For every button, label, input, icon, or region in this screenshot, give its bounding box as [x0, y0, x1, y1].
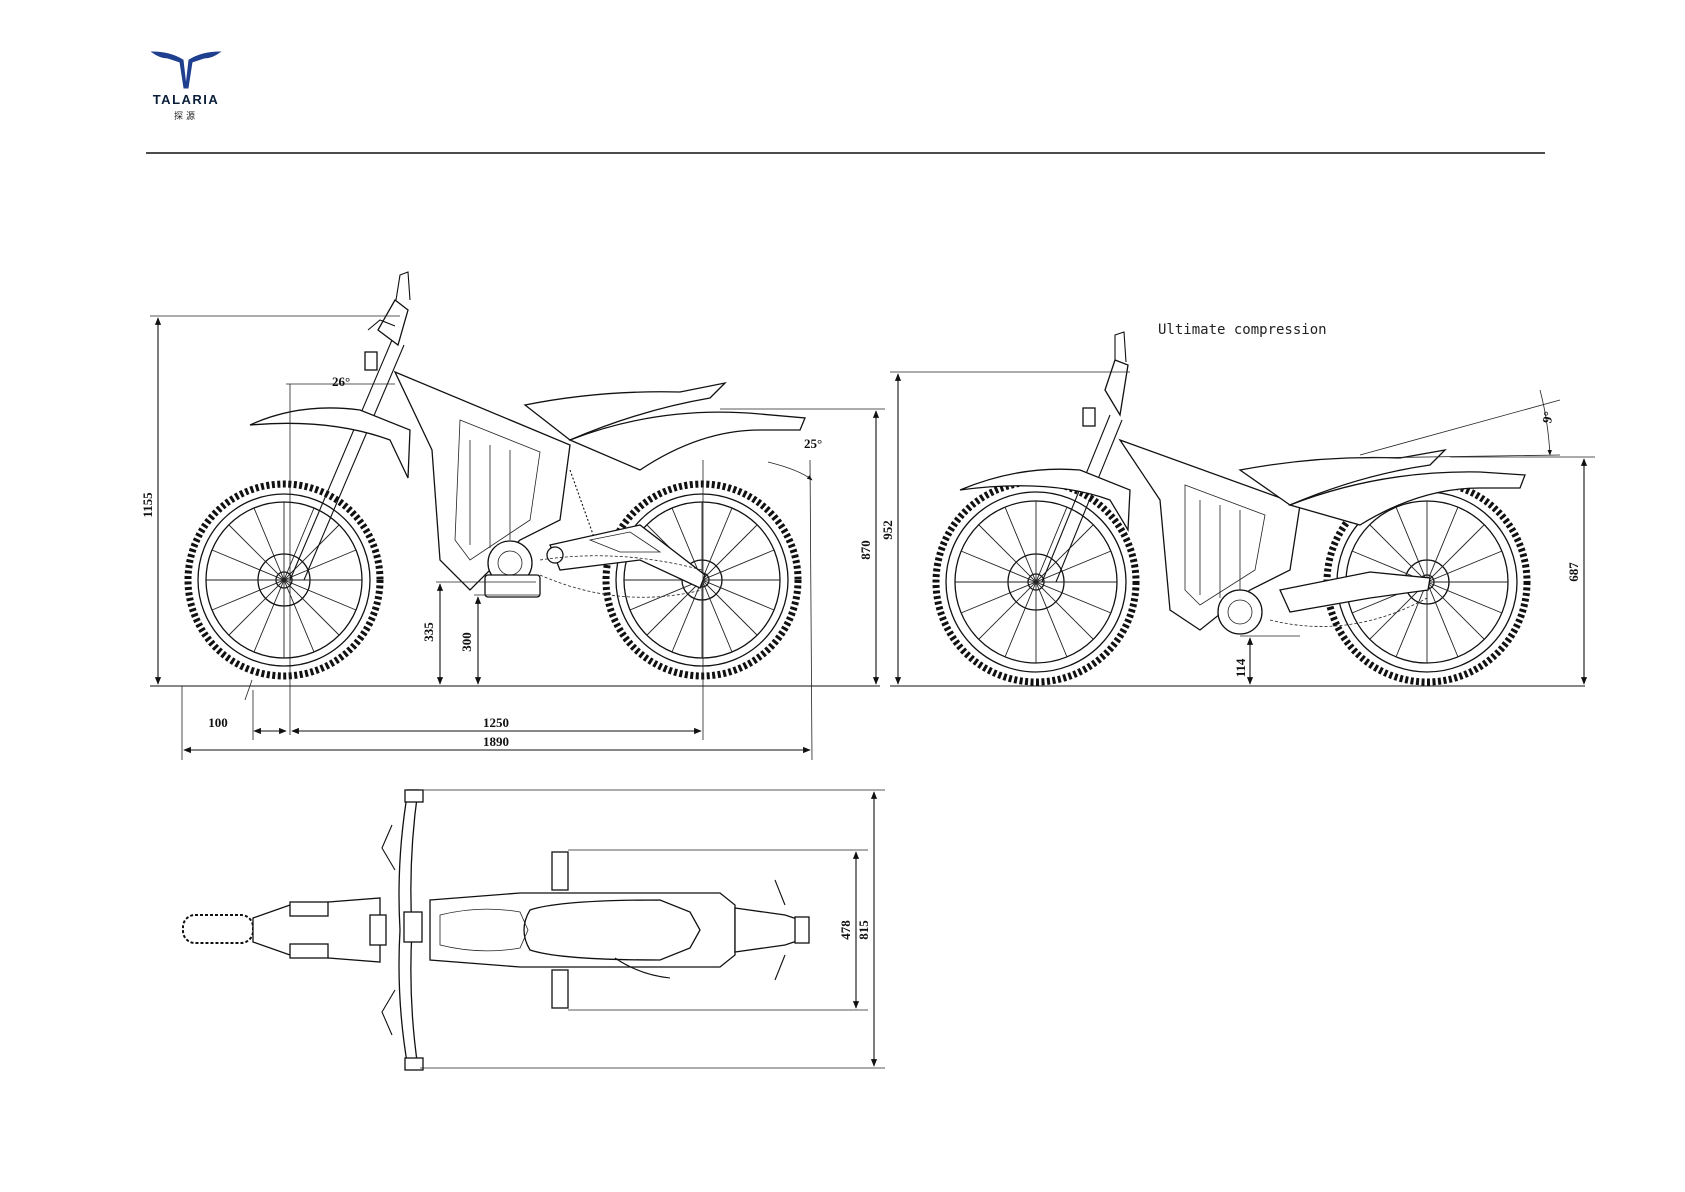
- front-wheel: [188, 484, 380, 676]
- ground-clearance-dim: 335: [421, 622, 436, 642]
- ultimate-compression-label: Ultimate compression: [1158, 322, 1327, 338]
- compressed-seat-height-dim: 687: [1566, 562, 1581, 582]
- compressed-angle-dim: 9°: [1539, 410, 1556, 424]
- side-view-drawing: 1155 870 335 300 26° 25° 100 1250 1: [140, 272, 885, 760]
- overall-length-dim: 1890: [483, 734, 509, 749]
- compressed-view-drawing: Ultimate compression: [880, 322, 1595, 686]
- brand-name: TALARIA: [153, 92, 220, 107]
- rear-angle-dim: 25°: [804, 436, 822, 451]
- brand-subname: 探源: [174, 110, 198, 122]
- compressed-height-dim: 952: [880, 520, 895, 540]
- head-angle-dim: 26°: [332, 374, 350, 389]
- front-wheel-compressed: [936, 482, 1136, 682]
- handlebar-width-dim: 815: [856, 920, 871, 940]
- footpeg-width-dim: 478: [838, 920, 853, 940]
- seat-height-dim: 870: [858, 540, 873, 560]
- talaria-wing-icon: [152, 52, 220, 88]
- wheelbase-dim: 1250: [483, 715, 509, 730]
- axle-height-dim: 300: [459, 632, 474, 652]
- brand-logo: TALARIA 探源: [152, 52, 220, 122]
- front-tire-top: [183, 915, 253, 943]
- top-view-drawing: 478 815: [183, 790, 885, 1070]
- compressed-clearance-dim: 114: [1233, 658, 1248, 677]
- overall-height-dim: 1155: [140, 492, 155, 518]
- front-overhang-dim: 100: [208, 715, 228, 730]
